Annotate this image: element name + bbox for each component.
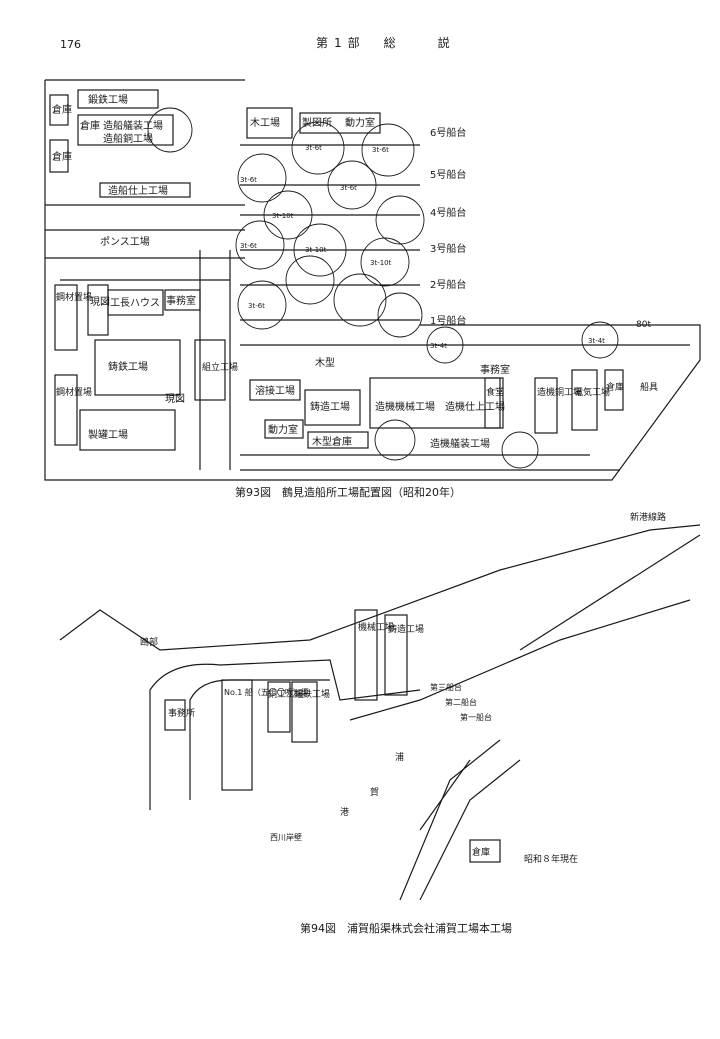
label-casting94: 鋳造工場 [388, 623, 424, 635]
berth-1: 1号船台 [430, 314, 466, 327]
crane-label: 3t-10t [370, 259, 392, 267]
label-pier: 西川岸壁 [270, 832, 302, 842]
label-electric: 電気工場 [574, 386, 610, 398]
label-smithy94: 鍛鉄工場 [294, 688, 330, 700]
label-pump-shop: ポンス工場 [100, 235, 150, 248]
label-outfit-store: 倉庫 [80, 119, 100, 132]
running-header: 第1部 総 説 [316, 36, 456, 50]
label-bay-1: 浦 [395, 751, 404, 763]
label-copper-shop: 造船銅工場 [103, 132, 153, 145]
label-engine-outfit: 造機艤装工場 [430, 437, 490, 450]
label-rail: 新港線路 [630, 511, 666, 523]
label-welding: 溶接工場 [255, 384, 295, 397]
label-assembly: 組立工場 [202, 361, 238, 373]
label-bay-2: 賀 [370, 786, 379, 798]
label-finish-shop: 造船仕上工場 [108, 184, 168, 197]
berth-5: 5号船台 [430, 168, 466, 181]
crane-label: 3t-6t [372, 146, 389, 154]
label-outfit-shop: 造船艤装工場 [103, 119, 163, 132]
crane-label: 3t-10t [272, 212, 294, 220]
label-office2: 事務室 [480, 363, 510, 376]
label-wood-model: 木型 [315, 356, 335, 369]
label-engine-shop: 造機機械工場 [375, 400, 435, 413]
crane-label: 3t-6t [340, 184, 357, 192]
label-warehouse94: 倉庫 [472, 846, 490, 858]
label-boat: 船具 [640, 381, 658, 393]
label-gen-plan: 現図 [90, 296, 110, 308]
label-slip-3: 第三船台 [430, 682, 462, 692]
label-gen-plan-small: 現図 [165, 393, 185, 405]
figure-94-caption: 第94図 浦賀船渠株式会社浦賀工場本工場 [300, 921, 512, 935]
crane-label: 3t-6t [305, 144, 322, 152]
label-smithy: 鍛鉄工場 [88, 93, 128, 106]
crane-label: 3t-6t [240, 176, 257, 184]
crane-label: 3t-6t [240, 242, 257, 250]
label-scale: 80t [636, 320, 651, 330]
label-date: 昭和８年現在 [524, 853, 578, 865]
label-engine-copper: 造機銅工場 [537, 386, 582, 398]
figure-94-map [59, 524, 701, 901]
berth-2: 2号船台 [430, 278, 466, 291]
label-can-shop: 製罐工場 [88, 428, 128, 441]
label-slip-1: 第一船台 [460, 712, 492, 722]
label-machine: 機械工場 [358, 621, 394, 633]
label-steel-yard-b: 鋼材置場 [56, 386, 92, 398]
label-power2: 動力室 [268, 423, 298, 436]
label-canteen: 食堂 [486, 386, 504, 398]
label-office: 事務室 [166, 294, 196, 307]
label-kamome: 鴎部 [140, 636, 158, 648]
figure-93-caption: 第93図 鶴見造船所工場配置図（昭和20年） [235, 485, 461, 499]
crane-label: 3t-6t [248, 302, 265, 310]
crane-label: 3t-4t [588, 337, 605, 345]
crane-label: 3t-10t [305, 246, 327, 254]
label-engine-finish: 造機仕上工場 [445, 400, 505, 413]
label-foreman: 工長ハウス [110, 297, 160, 309]
label-wood-shop: 木工場 [250, 116, 280, 129]
label-dock: No.1 船（五〇〇呎）渠 [224, 687, 309, 697]
label-power-room: 動力室 [345, 116, 375, 129]
berth-3: 3号船台 [430, 242, 466, 255]
label-steel-yard: 鋼材置場 [56, 291, 92, 303]
label-bay-3: 港 [340, 806, 349, 818]
label-copper94: 銅工工場 [268, 688, 304, 700]
page-number: 176 [60, 38, 81, 51]
label-slip-2: 第二船台 [445, 697, 477, 707]
label-plan-room: 製図所 [302, 116, 332, 129]
label-model-store: 木型倉庫 [312, 435, 352, 448]
label-office94: 事務所 [168, 707, 195, 719]
label-casting: 鋳鉄工場 [108, 360, 148, 373]
berth-4: 4号船台 [430, 206, 466, 219]
label-warehouse-b: 倉庫 [52, 150, 72, 163]
label-warehouse2: 倉庫 [606, 381, 624, 393]
crane-label: 3t-4t [430, 342, 447, 350]
label-foundry: 鋳造工場 [310, 400, 350, 413]
berth-6: 6号船台 [430, 126, 466, 139]
label-warehouse: 倉庫 [52, 103, 72, 116]
